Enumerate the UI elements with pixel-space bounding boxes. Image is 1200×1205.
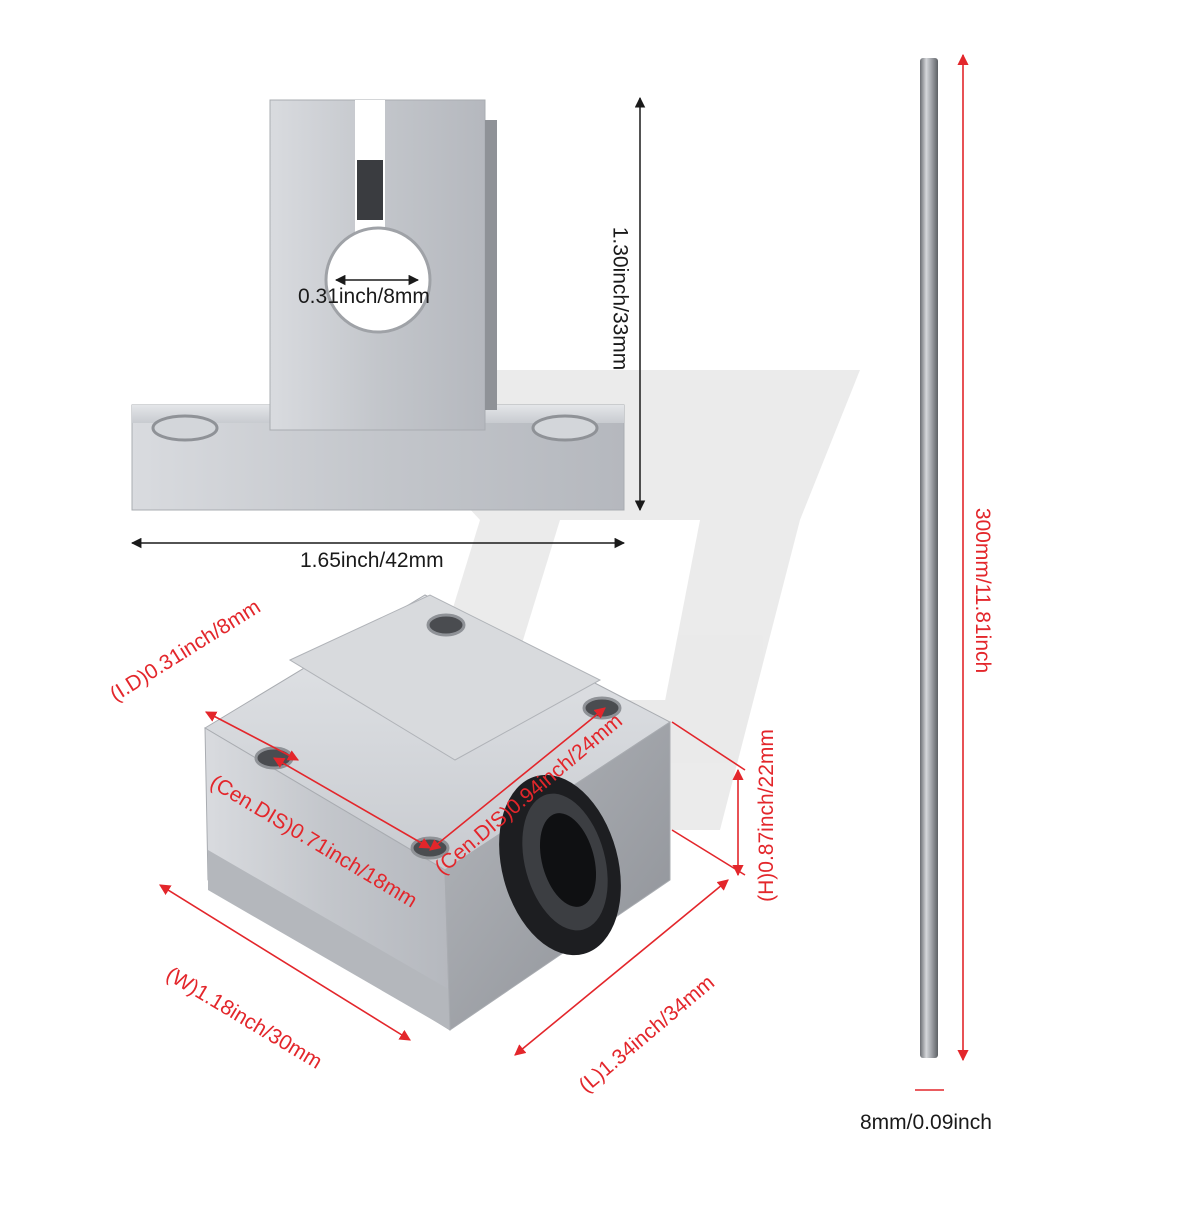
support-height-label: 1.30inch/33mm [608, 226, 632, 371]
support-hole-label: 0.31inch/8mm [298, 285, 430, 308]
support-width-label: 1.65inch/42mm [300, 549, 444, 572]
bearing-dimension-lines [159, 707, 746, 1056]
shaft-support-image [131, 99, 625, 511]
bearing-height-label: (H)0.87inch/22mm [754, 729, 778, 902]
rod-diameter-label: 8mm/0.09inch [860, 1111, 992, 1134]
linear-shaft-rod-image [920, 58, 938, 1058]
rod-length-label: 300mm/11.81inch [971, 507, 995, 674]
